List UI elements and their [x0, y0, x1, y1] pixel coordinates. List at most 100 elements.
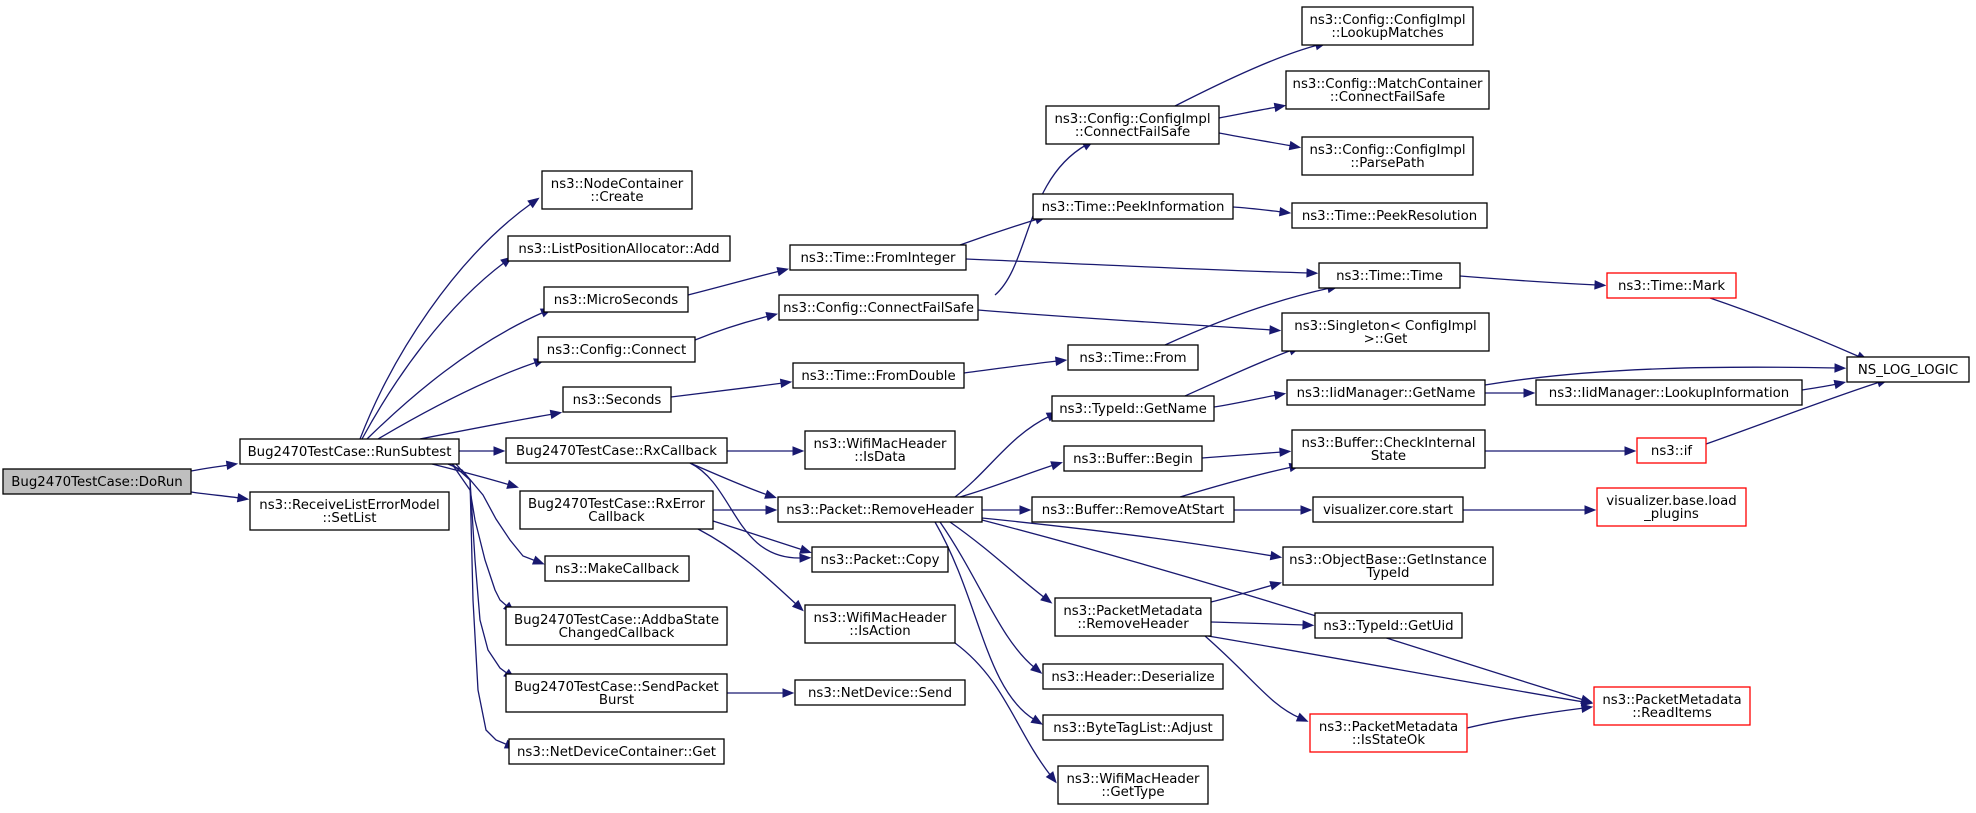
edge-sendpacket-to-netdevsend — [726, 688, 795, 698]
node-cfgconnectfs[interactable]: ns3::Config::ConnectFailSafe — [778, 294, 979, 321]
edge-runsubtest-to-seconds — [419, 409, 563, 440]
edge-pmremove-to-isstateok — [1204, 635, 1309, 722]
node-dorun[interactable]: Bug2470TestCase::DoRun — [2, 468, 192, 495]
node-label: ns3::Buffer::CheckInternal — [1301, 436, 1475, 451]
node-box — [1291, 429, 1486, 469]
edge-runsubtest-to-rxerror — [431, 463, 519, 489]
node-isdata[interactable]: ns3::WifiMacHeader::IsData — [804, 430, 956, 470]
node-parsepath[interactable]: ns3::Config::ConfigImpl::ParsePath — [1301, 136, 1474, 176]
node-bufremove[interactable]: ns3::Buffer::RemoveAtStart — [1031, 496, 1235, 523]
node-box — [505, 673, 728, 713]
node-nslog[interactable]: NS_LOG_LOGIC — [1846, 356, 1970, 383]
node-makecallback[interactable]: ns3::MakeCallback — [544, 555, 690, 582]
node-addba[interactable]: Bug2470TestCase::AddbaStateChangedCallba… — [505, 606, 728, 646]
node-isaction[interactable]: ns3::WifiMacHeader::IsAction — [804, 604, 956, 644]
arrowhead-icon — [792, 446, 805, 456]
node-loadplugins[interactable]: visualizer.base.load_plugins — [1596, 487, 1747, 527]
node-cimplconnectfs[interactable]: ns3::Config::ConfigImpl::ConnectFailSafe — [1045, 105, 1220, 145]
node-readitems[interactable]: ns3::PacketMetadata::ReadItems — [1593, 686, 1751, 726]
edge-rxerror-to-removeheader — [713, 505, 778, 515]
edge-isstateok-to-readitems — [1466, 703, 1594, 729]
arrowhead-icon — [506, 479, 519, 489]
node-box — [1301, 136, 1474, 176]
node-fromint[interactable]: ns3::Time::FromInteger — [789, 244, 967, 271]
node-box — [1032, 193, 1234, 220]
node-label: ns3::Config::ConfigImpl — [1309, 13, 1465, 28]
node-mcconnectfs[interactable]: ns3::Config::MatchContainer::ConnectFail… — [1285, 70, 1490, 110]
node-hdrdeser[interactable]: ns3::Header::Deserialize — [1042, 663, 1224, 690]
node-typeidgetname[interactable]: ns3::TypeId::GetName — [1051, 395, 1215, 422]
edge-line — [1204, 635, 1301, 719]
node-timetime[interactable]: ns3::Time::Time — [1318, 262, 1461, 289]
edge-line — [377, 361, 538, 440]
edge-runsubtest-to-addba — [451, 463, 516, 614]
node-lookupmatches[interactable]: ns3::Config::ConfigImpl::LookupMatches — [1301, 6, 1474, 46]
node-rxcallback[interactable]: Bug2470TestCase::RxCallback — [505, 437, 728, 464]
edge-cfgconnectfs-to-singleton — [977, 309, 1282, 335]
edge-line — [1210, 584, 1274, 603]
node-label: Bug2470TestCase::SendPacket — [514, 680, 719, 695]
edge-dorun-to-runsubtest — [190, 460, 239, 472]
node-timemark[interactable]: ns3::Time::Mark — [1606, 272, 1737, 299]
arrowhead-icon — [1055, 356, 1068, 366]
edge-line — [361, 261, 506, 440]
node-box — [1031, 496, 1235, 523]
node-iidgetname[interactable]: ns3::IidManager::GetName — [1286, 379, 1486, 406]
node-getuid[interactable]: ns3::TypeId::GetUid — [1314, 612, 1463, 639]
node-peekinfo[interactable]: ns3::Time::PeekInformation — [1032, 193, 1234, 220]
node-lookupinfo[interactable]: ns3::IidManager::LookupInformation — [1535, 379, 1803, 406]
node-netdevsend[interactable]: ns3::NetDevice::Send — [794, 679, 966, 706]
node-seconds[interactable]: ns3::Seconds — [562, 386, 672, 413]
node-label: ::ConnectFailSafe — [1330, 90, 1445, 105]
node-label: ns3::ListPositionAllocator::Add — [518, 242, 719, 257]
node-pktcopy[interactable]: ns3::Packet::Copy — [811, 546, 949, 573]
node-removeheader[interactable]: ns3::Packet::RemoveHeader — [777, 496, 983, 523]
arrowhead-icon — [779, 378, 793, 389]
node-peekres[interactable]: ns3::Time::PeekResolution — [1291, 202, 1488, 229]
node-fromdouble[interactable]: ns3::Time::FromDouble — [792, 362, 965, 389]
node-runsubtest[interactable]: Bug2470TestCase::RunSubtest — [239, 438, 460, 465]
arrowhead-icon — [1624, 446, 1637, 456]
edge-removeheader-to-bufbegin — [959, 461, 1063, 498]
node-singleton[interactable]: ns3::Singleton< ConfigImpl>::Get — [1281, 312, 1490, 352]
node-label: ns3::NetDevice::Send — [808, 686, 952, 701]
node-box — [541, 170, 693, 210]
edge-line — [1232, 206, 1283, 213]
node-label: ns3::Packet::RemoveHeader — [786, 503, 974, 518]
node-isstateok[interactable]: ns3::PacketMetadata::IsStateOk — [1309, 713, 1468, 753]
edge-lookupinfo-to-nslog — [1801, 379, 1847, 391]
node-timefrom[interactable]: ns3::Time::From — [1067, 344, 1199, 371]
edge-rxcallback-to-pktcopy — [689, 462, 812, 563]
arrowhead-icon — [1580, 703, 1594, 714]
edge-removeheader-to-hdrdeser — [939, 521, 1043, 674]
edge-line — [1207, 635, 1585, 703]
edge-line — [981, 517, 1274, 557]
node-pmremove[interactable]: ns3::PacketMetadata::RemoveHeader — [1054, 597, 1212, 637]
node-listposadd[interactable]: ns3::ListPositionAllocator::Add — [507, 235, 731, 262]
edge-line — [959, 218, 1039, 246]
node-btladjust[interactable]: ns3::ByteTagList::Adjust — [1042, 714, 1224, 741]
node-setlist[interactable]: ns3::ReceiveListErrorModel::SetList — [249, 491, 450, 531]
node-label: ns3::Header::Deserialize — [1051, 670, 1214, 685]
edge-line — [954, 642, 1052, 777]
node-vizstart[interactable]: visualizer.core.start — [1312, 496, 1464, 523]
node-label: visualizer.base.load — [1606, 494, 1736, 509]
node-nsif[interactable]: ns3::if — [1636, 437, 1707, 464]
node-box — [777, 496, 983, 523]
node-box — [1282, 546, 1494, 586]
node-bufbegin[interactable]: ns3::Buffer::Begin — [1063, 445, 1203, 472]
edge-removeheader-to-typeidgetname — [954, 411, 1059, 498]
node-gettype[interactable]: ns3::WifiMacHeader::GetType — [1057, 765, 1209, 805]
node-ndcget[interactable]: ns3::NetDeviceContainer::Get — [508, 738, 725, 765]
node-nodecreate[interactable]: ns3::NodeContainer::Create — [541, 170, 693, 210]
node-configconnect[interactable]: ns3::Config::Connect — [537, 336, 696, 363]
edge-vizstart-to-loadplugins — [1463, 505, 1597, 515]
edge-line — [687, 270, 781, 296]
edge-iidgetname-to-nslog — [1484, 363, 1847, 386]
node-microseconds[interactable]: ns3::MicroSeconds — [543, 286, 689, 313]
node-box — [1286, 379, 1486, 406]
